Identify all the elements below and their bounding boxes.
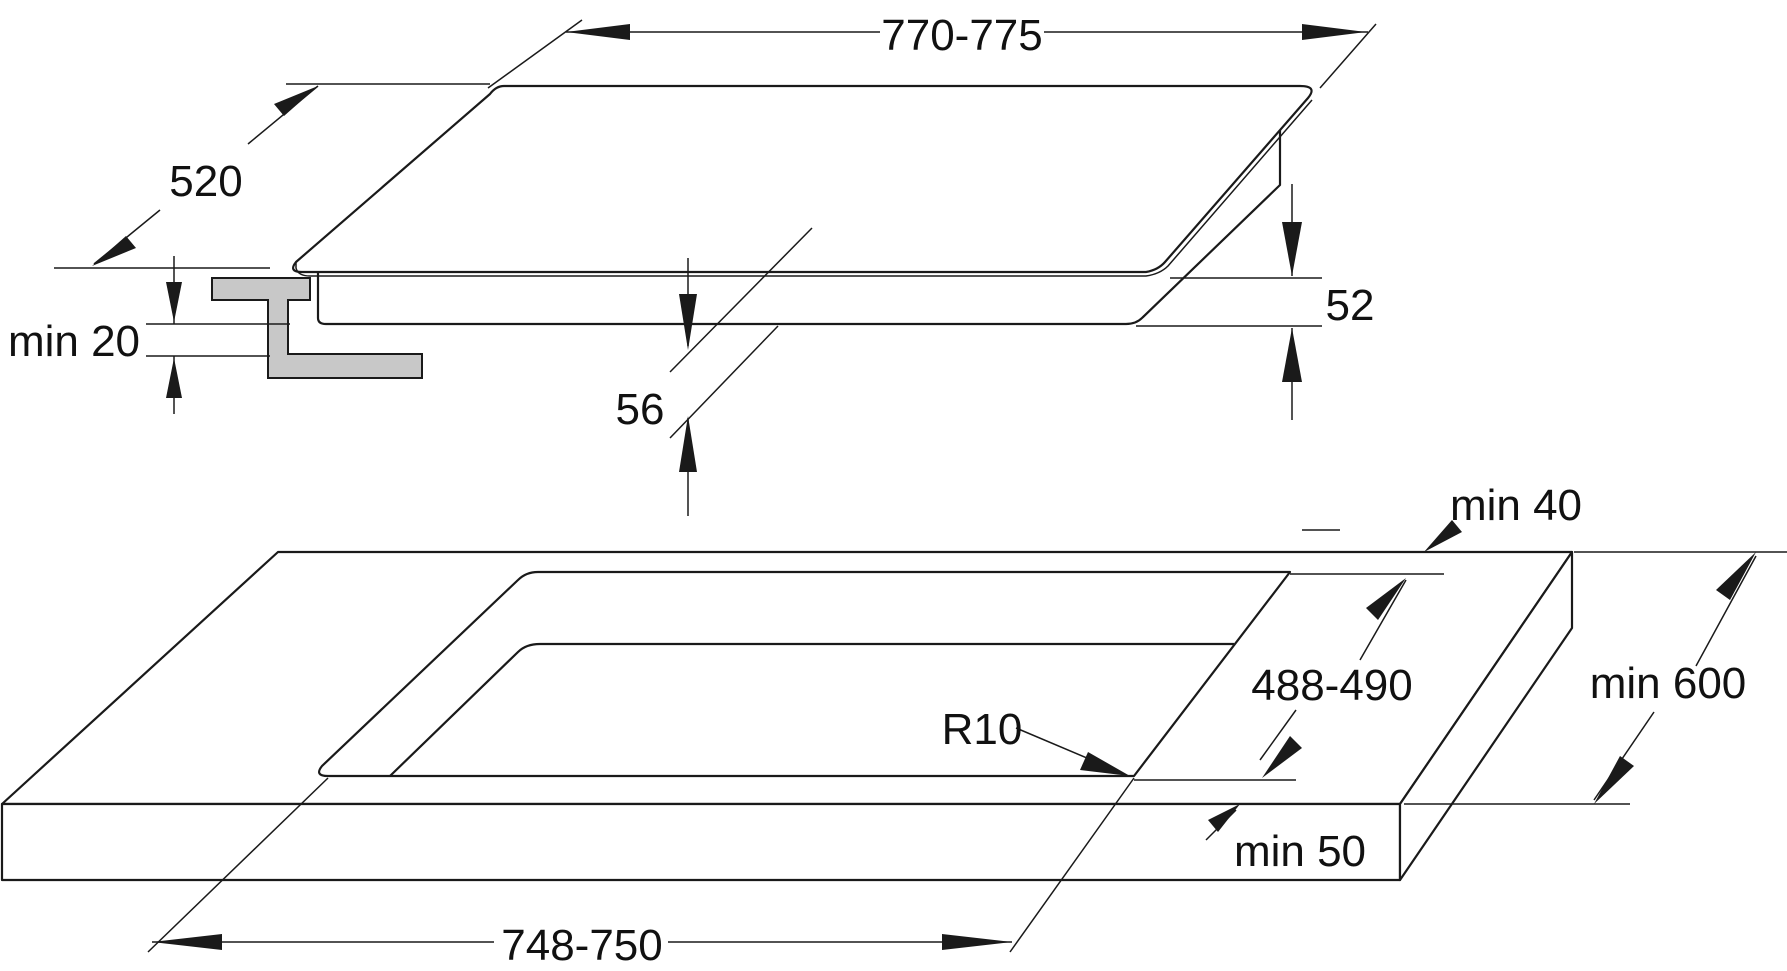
label-52: 52 [1326,281,1375,330]
dim-height-56: 56 [616,227,813,516]
label-min-600: min 600 [1590,659,1747,708]
dim-cutout-depth: 488-490 [1134,573,1444,781]
label-748-750: 748-750 [501,921,662,970]
label-r10: R10 [942,705,1023,754]
dim-depth-top: 520 [54,83,490,269]
mounting-bracket [211,277,423,379]
hob-body [316,128,1282,326]
hob-glass-edge [295,99,1313,277]
label-min-50: min 50 [1234,827,1366,876]
bracket-shape [211,277,423,379]
worktop-side-face [1398,550,1574,882]
dim-min-50: min 50 [1205,804,1366,876]
worktop-front-face [0,802,1402,882]
dim-min-600: min 600 [1404,551,1787,805]
cutout-inner [389,642,1234,777]
dim-min-20: min 20 [8,256,290,414]
cutout-outer [318,570,1292,778]
worktop-drawing [0,550,1574,882]
label-770-775: 770-775 [881,11,1042,60]
label-520: 520 [169,157,242,206]
label-488-490: 488-490 [1251,661,1412,710]
dim-radius: R10 [942,705,1130,776]
label-min-20: min 20 [8,317,140,366]
label-56: 56 [616,385,665,434]
dim-height-52: 52 [1136,184,1374,420]
label-min-40: min 40 [1450,481,1582,530]
hob-glass-top [292,84,1313,274]
dim-width-top: 770-775 [487,11,1377,89]
dim-min-40: min 40 [1302,481,1582,552]
hob-drawing [292,84,1313,326]
dim-cutout-width: 748-750 [147,777,1135,970]
